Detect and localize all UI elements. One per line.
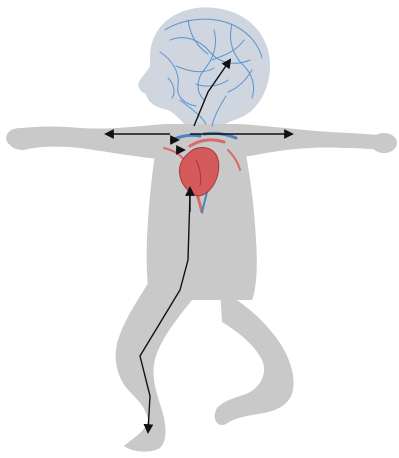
right-hand <box>371 133 397 153</box>
left-leg <box>116 280 192 452</box>
left-hand <box>6 128 34 148</box>
right-leg <box>215 290 294 425</box>
head <box>138 7 270 130</box>
